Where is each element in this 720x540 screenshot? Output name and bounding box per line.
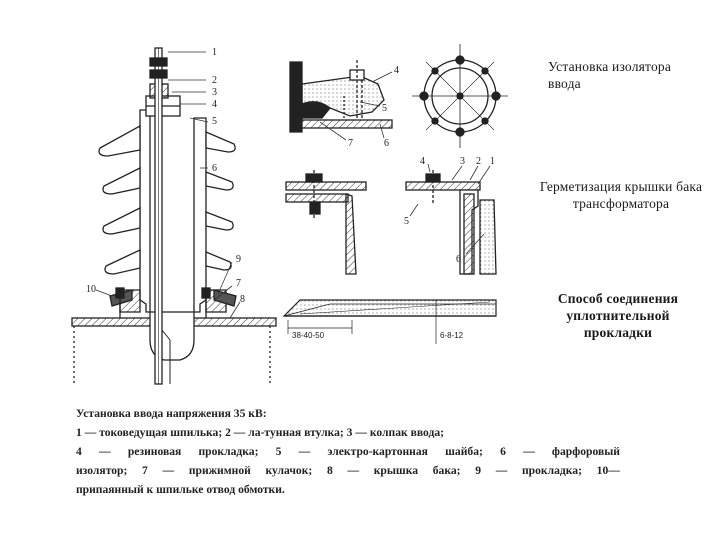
shed-3 [102,206,141,235]
cam-detail-leaders [319,71,393,141]
label-3: 3 [212,87,217,98]
legend-heading: Установка ввода напряжения 35 кВ: [76,407,267,420]
lid-seal-labels: 4 3 2 1 5 6 [404,156,495,265]
main-insulator-drawing [71,47,277,386]
detail-label-4: 4 [394,65,399,76]
porcelain-insulator [139,109,207,361]
label-5: 5 [212,116,217,127]
seal-label-2: 2 [476,156,481,167]
label-7: 7 [236,278,241,289]
lid-seal-drawing [285,170,497,275]
detail-label-7: 7 [348,138,353,149]
caption-gasket-joint: Способ соединения уплотнительной проклад… [557,291,679,340]
label-9: 9 [236,254,241,265]
caption-lid-sealing: Герметизация крышки бака трансформатора [539,179,703,211]
label-1: 1 [212,47,217,58]
detail-label-5: 5 [382,103,387,114]
seal-label-5: 5 [404,216,409,227]
main-leaders [95,51,241,319]
shed-1 [98,124,141,157]
pressure-cam-right [213,289,237,307]
gasket-dimensions: 38-40-50 6-8-12 [292,331,464,340]
seal-label-4: 4 [420,156,425,167]
legend-line-3: изолятор; 7 — прижимной кулачок; 8 — кры… [76,464,620,477]
legend-line-4: припаянный к шпильке отвод обмотки. [76,483,285,496]
label-6: 6 [212,163,217,174]
gasket-joint-drawing [282,299,497,344]
lid-seal-leaders [409,163,491,255]
dim-thickness: 6-8-12 [440,331,464,340]
seal-label-6: 6 [456,254,461,265]
label-10: 10 [86,284,96,295]
label-2: 2 [212,75,217,86]
caption-input-insulator: Установка изолятора ввода [548,59,672,91]
detail-label-6: 6 [384,138,389,149]
dim-overlap: 38-40-50 [292,331,325,340]
label-4: 4 [212,99,217,110]
seal-label-3: 3 [460,156,465,167]
cam-detail-drawing [289,60,393,133]
label-8: 8 [240,294,245,305]
shed-4 [104,248,141,275]
legend: Установка ввода напряжения 35 кВ: 1 — то… [76,404,620,499]
cam-detail-labels: 4 5 7 6 [348,65,399,149]
shed-2 [102,166,141,195]
seal-label-1: 1 [490,156,495,167]
plan-view-drawing [412,44,508,148]
legend-line-1: 1 — токоведущая шпилька; 2 — ла-тунная в… [76,426,445,439]
main-labels: 1 2 3 4 5 6 9 7 8 10 [86,47,245,305]
legend-line-2: 4 — резиновая прокладка; 5 — электро-кар… [76,445,620,458]
